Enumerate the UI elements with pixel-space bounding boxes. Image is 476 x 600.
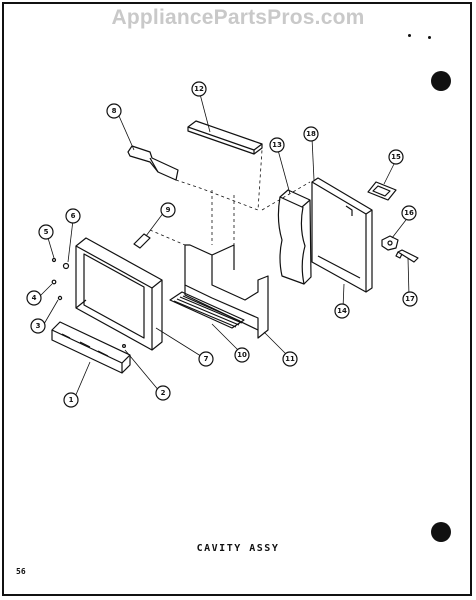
callout-5: 5	[44, 228, 49, 236]
binder-hole-top	[431, 71, 451, 91]
callout-9: 9	[166, 206, 171, 214]
callout-16: 16	[404, 209, 414, 217]
callout-7: 7	[204, 355, 209, 363]
page-number: 56	[16, 567, 26, 576]
page-frame	[2, 2, 472, 596]
corner-dot	[428, 36, 431, 39]
part-side-panel	[311, 177, 373, 293]
part-front-frame	[75, 237, 163, 351]
part-gasket	[367, 181, 397, 201]
part-top-plate	[187, 120, 263, 155]
callout-15: 15	[391, 153, 401, 161]
part-screws	[51, 257, 126, 349]
part-bolt	[395, 249, 419, 263]
callout-1: 1	[69, 396, 74, 404]
callout-13: 13	[272, 141, 282, 149]
diagram-caption: CAVITY ASSY	[196, 543, 280, 554]
part-control-panel	[51, 321, 131, 374]
callout-14: 14	[337, 307, 347, 315]
callout-11: 11	[285, 355, 295, 363]
corner-dot	[408, 34, 411, 37]
part-insulation-pad	[277, 189, 312, 285]
callout-6: 6	[71, 212, 76, 220]
callout-8: 8	[112, 107, 117, 115]
watermark-text: AppliancePartsPros.com	[111, 6, 365, 29]
part-bracket	[127, 145, 179, 181]
callout-3: 3	[36, 322, 41, 330]
part-cavity-body	[184, 244, 269, 339]
callout-18: 18	[306, 130, 316, 138]
callout-12: 12	[194, 85, 204, 93]
binder-hole-bottom	[431, 522, 451, 542]
callout-10: 10	[237, 351, 247, 359]
callout-2: 2	[161, 389, 166, 397]
part-grille	[169, 291, 245, 329]
callout-4: 4	[32, 294, 37, 302]
callout-17: 17	[405, 295, 415, 303]
part-clip	[133, 233, 151, 249]
part-nut	[381, 235, 399, 251]
